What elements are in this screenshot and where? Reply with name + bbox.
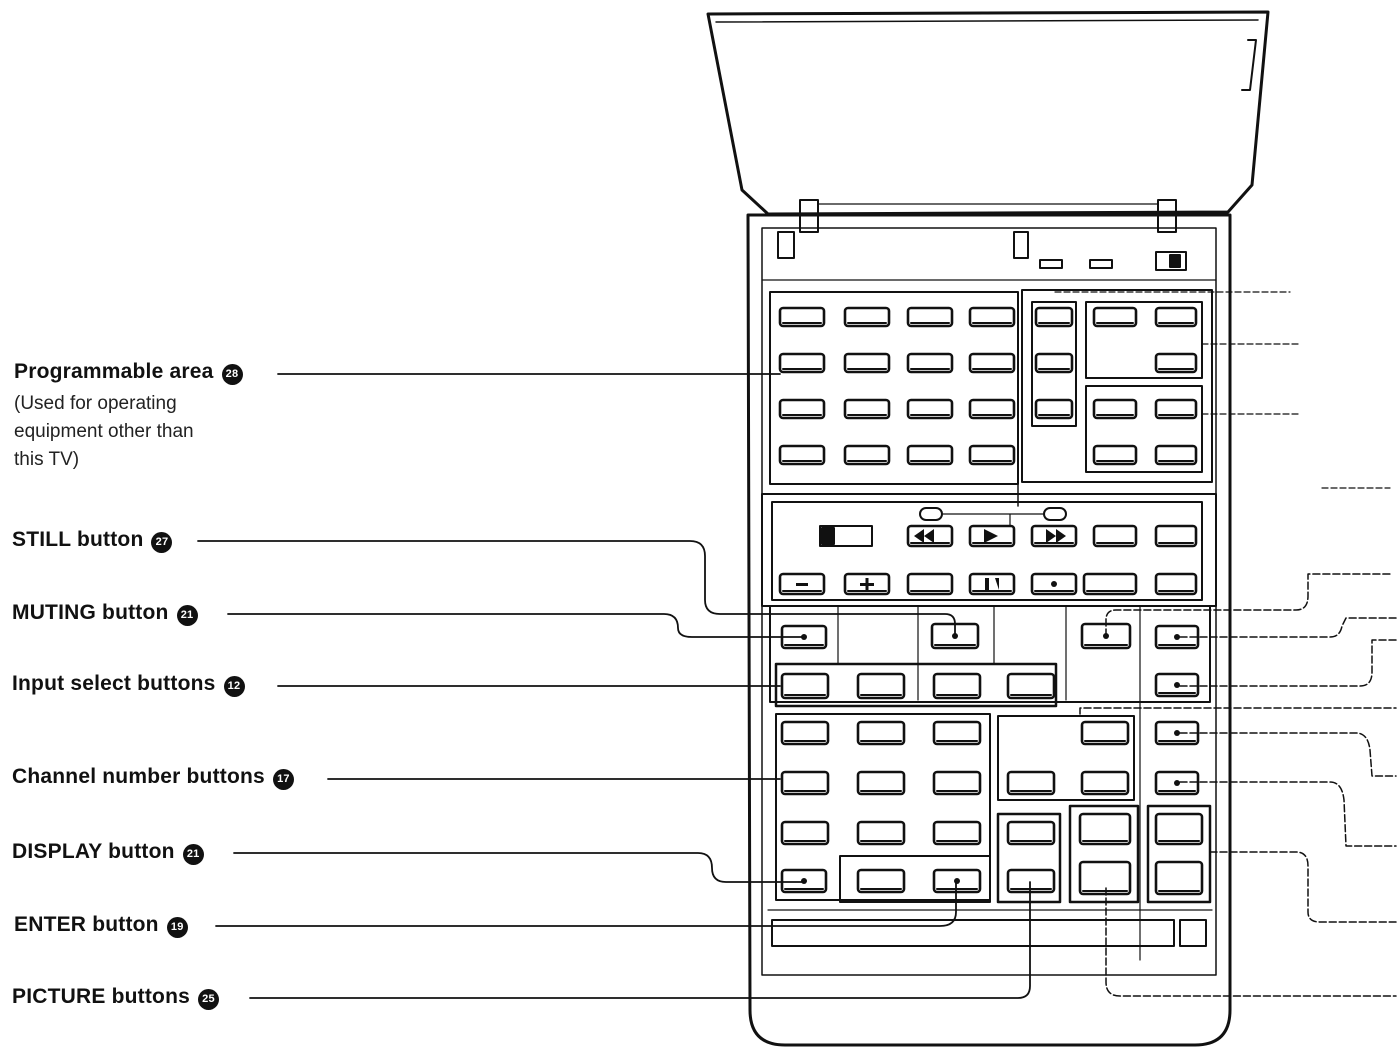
remote-button-8: [843, 444, 891, 466]
remote-button-34: [856, 720, 906, 746]
remote-button-35: [932, 720, 982, 746]
leader-enter: [215, 881, 957, 927]
play-button: [968, 524, 1016, 548]
remote-button-24: [1154, 398, 1198, 420]
remote-button-14: [968, 352, 1016, 374]
leader-lines: [197, 373, 1031, 999]
remote-button-48: [1078, 812, 1132, 846]
remote-button-25: [1092, 444, 1138, 466]
leader-muting: [227, 613, 804, 638]
remote-button-15: [968, 398, 1016, 420]
remote-button-19: [1034, 398, 1074, 420]
remote-body: [746, 213, 1232, 1047]
remote-button-9: [906, 306, 954, 328]
remote-button-20: [1092, 306, 1138, 328]
picture-button-up: [1006, 820, 1056, 846]
plus-button: [843, 572, 891, 596]
remote-button-22: [1154, 352, 1198, 374]
right-leader-lines: [1079, 573, 1397, 997]
remote-button-12: [906, 444, 954, 466]
remote-button-6: [843, 352, 891, 374]
remote-button-33: [780, 720, 830, 746]
remote-button-26: [1154, 444, 1198, 466]
remote-button-44: [1006, 770, 1056, 796]
leader-display: [233, 852, 804, 883]
remote-button-5: [843, 306, 891, 328]
picture-button-down: [1006, 868, 1056, 894]
remote-button-3: [778, 398, 826, 420]
remote-button-21: [1154, 306, 1198, 328]
remote-button-29: [1154, 572, 1198, 596]
remote-button-23: [1092, 398, 1138, 420]
remote-button-38: [932, 770, 982, 796]
remote-button-46: [1154, 720, 1200, 746]
remote-lid: [706, 10, 1270, 233]
stop-button: [906, 572, 954, 596]
remote-button-41: [932, 820, 982, 846]
programmable-area-note: (Used for operating equipment other than…: [14, 390, 194, 474]
record-button: [1030, 572, 1078, 596]
remote-button-7: [843, 398, 891, 420]
rewind-button: [906, 524, 954, 548]
programmable-area-block: [769, 289, 1301, 507]
remote-button-18: [1034, 352, 1074, 374]
minus-button: [778, 572, 826, 596]
remote-button-16: [968, 444, 1016, 466]
input-select-2: [856, 672, 906, 700]
enter-remote-button: [932, 868, 982, 894]
remote-button-1: [778, 306, 826, 328]
remote-button-43: [1080, 720, 1130, 746]
leader-picture: [249, 881, 1031, 999]
display-remote-button: [780, 868, 828, 894]
lower-panel: [767, 605, 1213, 961]
remote-button-13: [968, 306, 1016, 328]
remote-button-45: [1080, 770, 1130, 796]
leader-still: [197, 540, 956, 637]
remote-button-40: [856, 820, 906, 846]
remote-button-27: [1154, 524, 1198, 548]
remote-button-42: [856, 868, 906, 894]
search-button: [1092, 524, 1138, 548]
remote-button-17: [1034, 306, 1074, 328]
remote-button-37: [856, 770, 906, 796]
remote-button-10: [906, 352, 954, 374]
input-select-4: [1006, 672, 1056, 700]
remote-button-39: [780, 820, 830, 846]
note-line-3: this TV): [14, 449, 80, 470]
remote-button-36: [780, 770, 830, 796]
note-line-2: equipment other than: [14, 421, 194, 442]
remote-button-11: [906, 398, 954, 420]
remote-button-2: [778, 352, 826, 374]
button-layer: [778, 306, 1204, 896]
input-select-3: [932, 672, 982, 700]
remote-button-50: [1154, 812, 1204, 846]
fast-forward-button: [1030, 524, 1078, 548]
remote-button-51: [1154, 860, 1204, 896]
pause-button: [968, 572, 1016, 596]
remote-button-49: [1078, 860, 1132, 896]
remote-button-32: [1154, 672, 1200, 698]
note-line-1: (Used for operating: [14, 393, 177, 414]
remote-button-28: [1082, 572, 1138, 596]
remote-button-4: [778, 444, 826, 466]
remote-button-31: [1154, 624, 1200, 650]
remote-button-47: [1154, 770, 1200, 796]
input-select-1: [780, 672, 830, 700]
